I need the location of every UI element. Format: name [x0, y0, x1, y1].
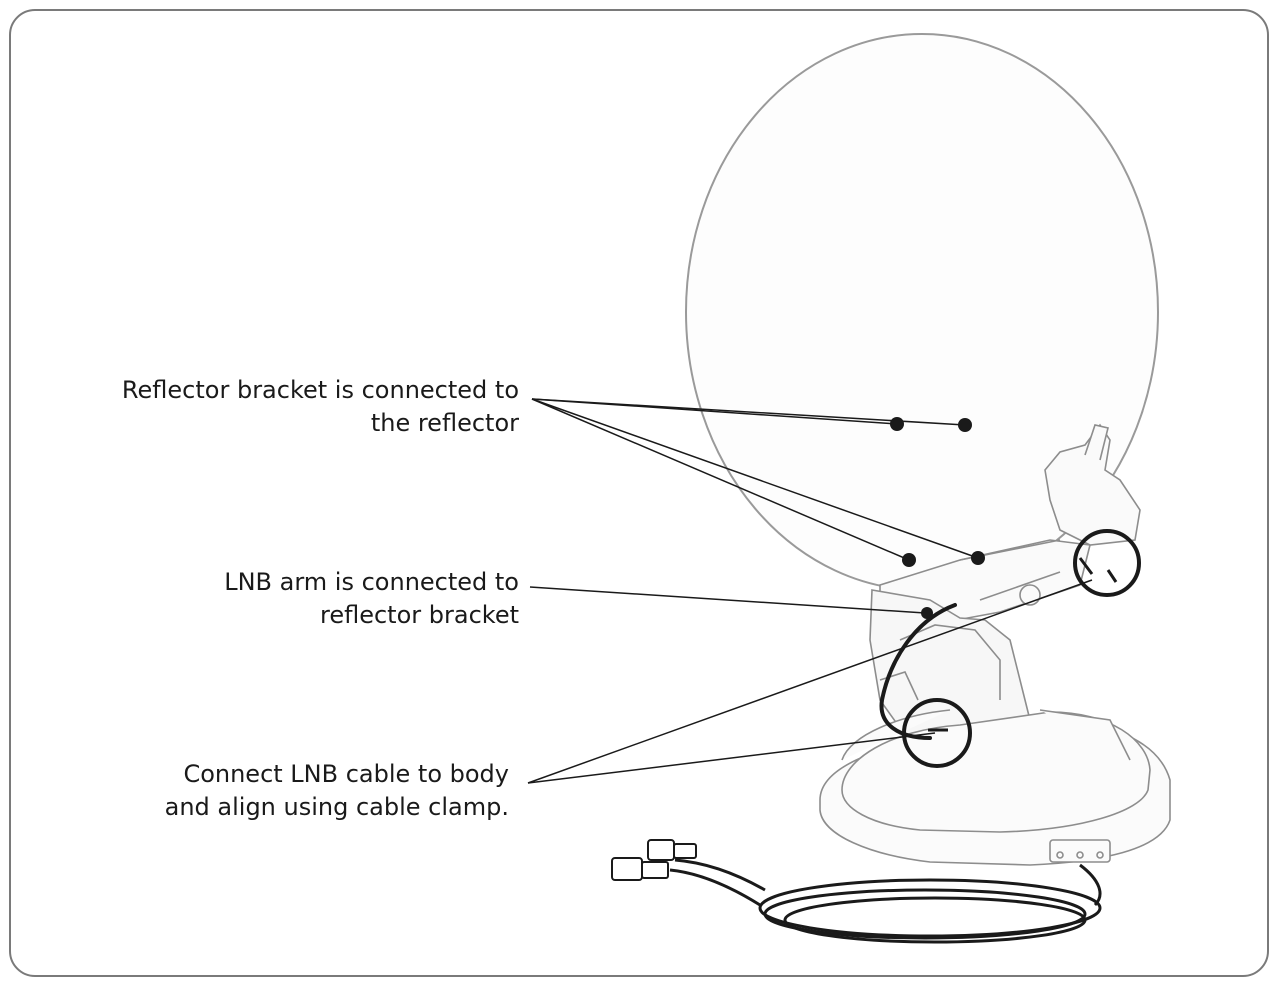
- highlight-circles: [902, 529, 1141, 768]
- antenna-base: [819, 709, 1171, 866]
- callout-lnb-arm: LNB arm is connected to reflector bracke…: [224, 566, 519, 632]
- callout-lnb-cable-line1: Connect LNB cable to body: [183, 760, 509, 788]
- callout-lnb-cable: Connect LNB cable to body and align usin…: [165, 758, 509, 824]
- cable-coil: [669, 858, 1102, 944]
- clamp-detail: [928, 557, 1118, 732]
- diagram-frame: [9, 9, 1269, 977]
- callout-reflector-bracket: Reflector bracket is connected to the re…: [122, 374, 519, 440]
- callout-leaders: [527, 398, 1093, 784]
- callout-reflector-bracket-line2: the reflector: [370, 409, 519, 437]
- callout-lnb-cable-line2: and align using cable clamp.: [164, 793, 509, 821]
- connection-points: [890, 417, 985, 619]
- callout-lnb-arm-line2: reflector bracket: [320, 601, 519, 629]
- callout-lnb-arm-line1: LNB arm is connected to: [224, 568, 519, 596]
- callout-reflector-bracket-line1: Reflector bracket is connected to: [121, 376, 519, 404]
- cable-connectors: [611, 839, 697, 881]
- mount-column: [869, 589, 1031, 736]
